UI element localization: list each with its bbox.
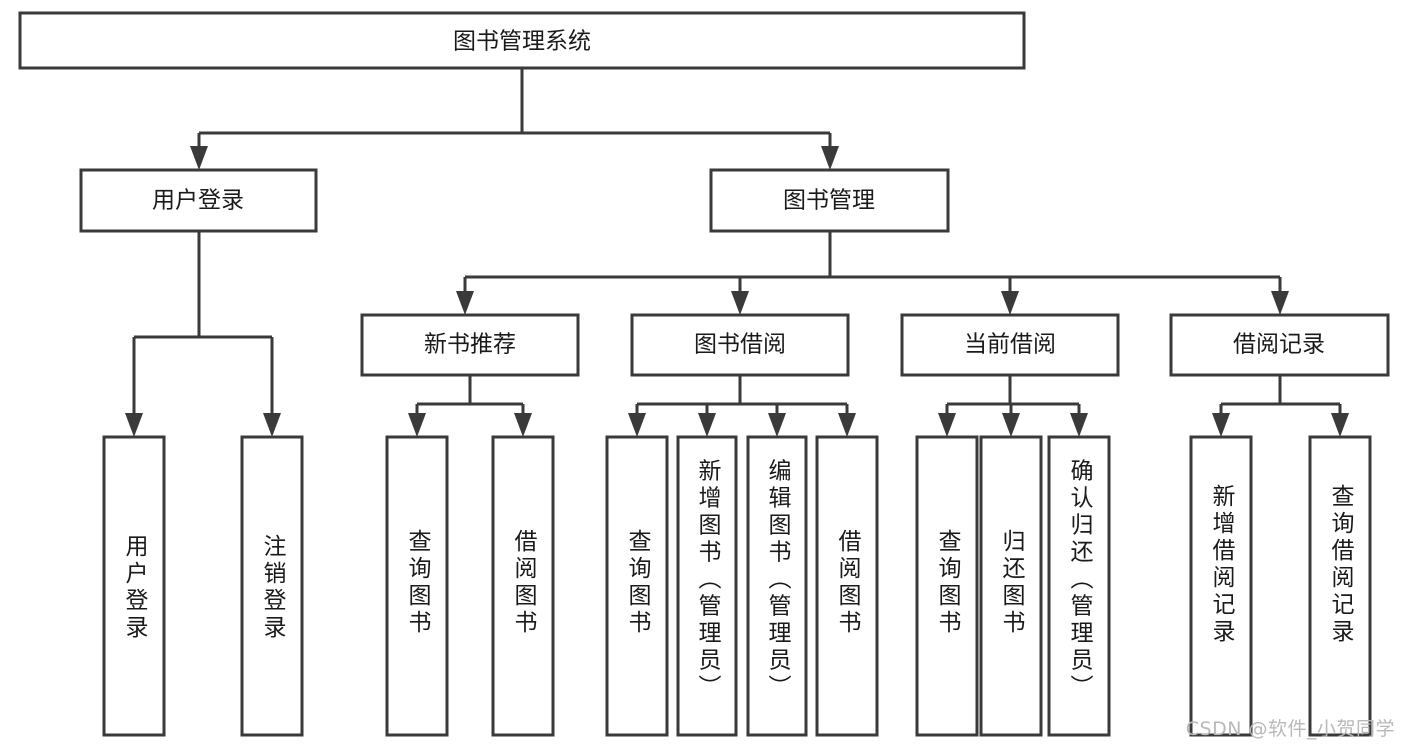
node-leaf-query-book-1-box[interactable] xyxy=(385,435,449,737)
arrowhead-bookmgmt-c2 xyxy=(731,291,749,315)
connector-group-record xyxy=(1212,375,1349,437)
node-root-label: 图书管理系统 xyxy=(453,29,591,55)
node-record-label: 借阅记录 xyxy=(1233,332,1325,358)
node-login[interactable]: 用户登录 xyxy=(79,168,318,233)
node-newbook-box[interactable] xyxy=(360,313,580,377)
node-leaf-borrow-book-2-box[interactable] xyxy=(815,435,879,737)
node-leaf-borrow-book-1-box[interactable] xyxy=(491,435,555,737)
arrowhead-borrow-l3 xyxy=(768,413,786,437)
node-leaf-user-login-box[interactable] xyxy=(102,435,166,737)
arrowhead-root-to-bookmgmt xyxy=(821,146,839,170)
node-leaf-return-book-label: 归还图书 xyxy=(998,529,1026,637)
node-login-box[interactable] xyxy=(79,168,318,233)
node-bookmgmt-label: 图书管理 xyxy=(783,188,875,214)
node-leaf-query-book-2-box[interactable] xyxy=(605,435,669,737)
connector-group-borrow xyxy=(628,375,856,437)
node-bookmgmt-box[interactable] xyxy=(709,168,950,233)
arrowhead-login-l1 xyxy=(125,413,143,437)
node-newbook-label: 新书推荐 xyxy=(424,332,516,358)
node-leaf-edit-book-box[interactable] xyxy=(746,435,808,737)
arrowhead-record-l2 xyxy=(1331,413,1349,437)
node-root-box[interactable] xyxy=(18,11,1026,70)
node-leaf-query-book-3[interactable]: 查询图书 xyxy=(915,435,979,737)
node-leaf-query-book-3-box[interactable] xyxy=(915,435,979,737)
node-leaf-add-book-box[interactable] xyxy=(676,435,738,737)
node-leaf-query-book-3-label: 查询图书 xyxy=(934,529,962,637)
arrowhead-record-l1 xyxy=(1212,413,1230,437)
node-leaf-confirm-return[interactable]: 确认归还（管理员） xyxy=(1047,435,1111,737)
node-leaf-add-book[interactable]: 新增图书（管理员） xyxy=(676,435,738,737)
node-leaf-user-logout[interactable]: 注销登录 xyxy=(240,435,304,737)
node-leaf-query-book-1[interactable]: 查询图书 xyxy=(385,435,449,737)
arrowhead-root-to-login xyxy=(190,146,208,170)
node-leaf-borrow-book-1[interactable]: 借阅图书 xyxy=(491,435,555,737)
node-leaf-user-login[interactable]: 用户登录 xyxy=(102,435,166,737)
node-leaf-borrow-book-2[interactable]: 借阅图书 xyxy=(815,435,879,737)
node-borrow-label: 图书借阅 xyxy=(694,332,786,358)
node-leaf-confirm-return-box[interactable] xyxy=(1047,435,1111,737)
node-leaf-confirm-return-label: 确认归还（管理员） xyxy=(1066,459,1094,702)
connector-group-bookmgmt xyxy=(456,231,1289,315)
arrowhead-borrow-l4 xyxy=(838,413,856,437)
node-leaf-add-record-label: 新增借阅记录 xyxy=(1208,484,1236,646)
node-current-box[interactable] xyxy=(900,313,1120,377)
node-leaf-query-record-box[interactable] xyxy=(1308,435,1372,737)
node-leaf-query-record[interactable]: 查询借阅记录 xyxy=(1308,435,1372,737)
node-root[interactable]: 图书管理系统 xyxy=(18,11,1026,70)
connector-group-root xyxy=(190,68,839,170)
node-bookmgmt[interactable]: 图书管理 xyxy=(709,168,950,233)
node-leaf-edit-book-label: 编辑图书（管理员） xyxy=(764,459,792,702)
arrowhead-newbook-l2 xyxy=(514,413,532,437)
node-leaf-add-record-box[interactable] xyxy=(1189,435,1253,737)
node-record-box[interactable] xyxy=(1169,313,1390,377)
connector-group-current xyxy=(938,375,1088,437)
arrowhead-borrow-l2 xyxy=(698,413,716,437)
arrowhead-login-l2 xyxy=(263,413,281,437)
node-current-label: 当前借阅 xyxy=(964,332,1056,358)
arrowhead-bookmgmt-c1 xyxy=(456,291,474,315)
arrowhead-bookmgmt-c3 xyxy=(1001,291,1019,315)
node-leaf-borrow-book-2-label: 借阅图书 xyxy=(834,529,862,637)
arrowhead-current-l1 xyxy=(938,413,956,437)
node-leaf-user-logout-box[interactable] xyxy=(240,435,304,737)
node-current[interactable]: 当前借阅 xyxy=(900,313,1120,377)
connector-group-newbook xyxy=(408,375,532,437)
node-borrow-box[interactable] xyxy=(630,313,850,377)
connector-group-login xyxy=(125,231,281,437)
arrowhead-newbook-l1 xyxy=(408,413,426,437)
arrowhead-current-l3 xyxy=(1070,413,1088,437)
arrowhead-bookmgmt-c4 xyxy=(1271,291,1289,315)
node-leaf-return-book-box[interactable] xyxy=(979,435,1043,737)
node-leaf-user-login-label: 用户登录 xyxy=(121,534,149,642)
node-leaf-query-record-label: 查询借阅记录 xyxy=(1327,484,1355,646)
node-newbook[interactable]: 新书推荐 xyxy=(360,313,580,377)
arrowhead-current-l2 xyxy=(1002,413,1020,437)
node-leaf-query-book-2[interactable]: 查询图书 xyxy=(605,435,669,737)
node-leaf-query-book-2-label: 查询图书 xyxy=(624,529,652,637)
node-record[interactable]: 借阅记录 xyxy=(1169,313,1390,377)
node-login-label: 用户登录 xyxy=(152,188,244,214)
node-leaf-edit-book[interactable]: 编辑图书（管理员） xyxy=(746,435,808,737)
arrowhead-borrow-l1 xyxy=(628,413,646,437)
node-leaf-user-logout-label: 注销登录 xyxy=(259,534,287,642)
node-leaf-return-book[interactable]: 归还图书 xyxy=(979,435,1043,737)
node-leaf-add-record[interactable]: 新增借阅记录 xyxy=(1189,435,1253,737)
node-borrow[interactable]: 图书借阅 xyxy=(630,313,850,377)
node-leaf-borrow-book-1-label: 借阅图书 xyxy=(510,529,538,637)
node-leaf-add-book-label: 新增图书（管理员） xyxy=(694,459,722,702)
node-leaf-query-book-1-label: 查询图书 xyxy=(404,529,432,637)
